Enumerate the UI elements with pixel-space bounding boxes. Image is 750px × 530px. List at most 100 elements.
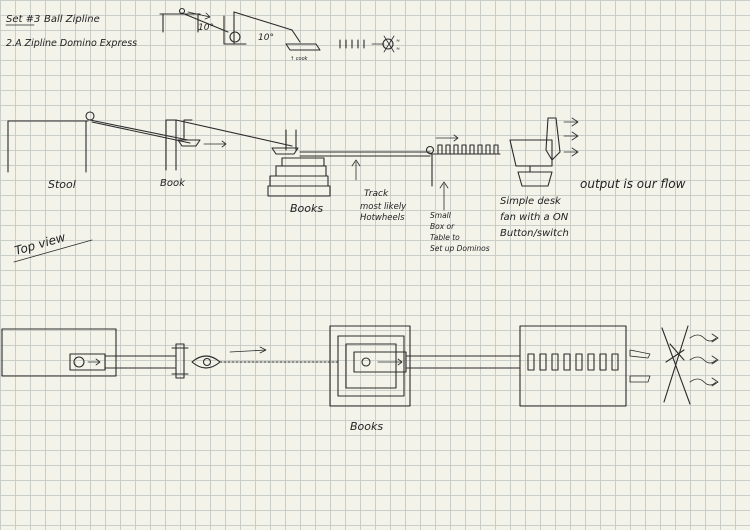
top-book-stand-edges: [171, 347, 189, 375]
top-ball-arrow: [87, 358, 101, 366]
thumb-zipline-1: [181, 12, 229, 33]
zipline-segment-1: [89, 119, 189, 141]
top-dominos: [527, 353, 619, 371]
stool: [7, 120, 89, 173]
track-label: Track: [364, 189, 389, 199]
flow-arrow-3: [563, 147, 579, 157]
top-view-title: Top view: [13, 230, 67, 258]
domino: [453, 144, 459, 155]
top-view-underline: [13, 239, 93, 263]
fan-blades: [545, 117, 561, 161]
ball: [85, 111, 95, 121]
thumb-fan-blades: [383, 35, 395, 53]
book-label: Book: [160, 178, 186, 189]
thumb-zipline-2: [233, 11, 293, 31]
subtitle: 2.A Zipline Domino Express: [6, 38, 137, 49]
book-carrier: [177, 139, 201, 147]
set-title: Ball Zipline: [44, 14, 100, 25]
fan-note-3: Button/switch: [500, 228, 569, 239]
zipline-segment-2: [175, 119, 293, 147]
thumb-fan-mark-1: ≈: [396, 38, 400, 44]
top-books-inner: [345, 343, 397, 389]
top-domino: [551, 353, 559, 371]
top-stool: [1, 328, 117, 377]
top-fan-switch: [629, 349, 651, 359]
thumb-angle-right: 10°: [258, 33, 274, 43]
domino-arrow: [435, 134, 459, 142]
output-note: output is our flow: [580, 177, 686, 191]
top-flow-arrow-1: [689, 333, 719, 343]
top-ball-holder: [69, 353, 106, 371]
top-fan-cross: [665, 343, 685, 363]
zipline-wire-1: [91, 121, 191, 144]
book-stand: [165, 119, 177, 171]
box-note-1: Small: [430, 211, 452, 220]
thumb-book-stand: [223, 11, 247, 45]
box-pointer: [439, 181, 449, 211]
track-pointer: [351, 159, 361, 181]
top-flow-arrow-3: [689, 377, 719, 387]
thumbnail-sketch: 10° 10° ↑ cook ≈ ≈: [159, 7, 400, 62]
domino: [485, 144, 491, 155]
top-fan-blades: [661, 325, 691, 405]
top-track-arrow: [377, 358, 403, 366]
book-stack-1: [281, 157, 325, 167]
carrier-arrow: [203, 140, 227, 148]
domino: [477, 144, 483, 155]
top-ball: [73, 356, 85, 368]
top-carrier-ball: [202, 357, 212, 367]
set-label: Set #3: [6, 14, 40, 25]
top-view-heading: Top view: [13, 230, 93, 263]
top-books-ball: [361, 357, 371, 367]
top-flow-arrow-2: [689, 355, 719, 365]
top-domino: [599, 353, 607, 371]
top-track: [405, 355, 521, 369]
fan-body: [509, 139, 553, 167]
fan-base: [517, 171, 553, 187]
top-domino: [587, 353, 595, 371]
top-books-label: Books: [350, 420, 383, 433]
stool-label: Stool: [48, 178, 76, 191]
book-stack-4: [267, 185, 331, 197]
track-note-1: most likely: [360, 202, 407, 212]
domino: [437, 144, 443, 155]
top-domino: [611, 353, 619, 371]
thumb-note: ↑ cook: [290, 56, 309, 62]
flow-arrow-1: [563, 117, 579, 127]
thumb-books: [285, 29, 321, 51]
fan-note-1: Simple desk: [500, 196, 562, 207]
flow-arrow-2: [563, 131, 579, 141]
top-view: Books: [1, 325, 719, 433]
books-carrier: [271, 147, 299, 155]
top-carrier: [191, 355, 221, 369]
top-domino: [563, 353, 571, 371]
header: Set #3 Ball Zipline 2.A Zipline Domino E…: [5, 14, 137, 49]
top-fan-base: [629, 375, 651, 383]
thumb-fan-hub: [382, 38, 394, 50]
top-domino-table: [519, 325, 627, 407]
thumb-stool: [159, 13, 201, 33]
top-book-stand: [175, 343, 185, 379]
top-books-outer: [329, 325, 411, 407]
domino: [469, 144, 475, 155]
dominos: [437, 144, 499, 155]
books-hanger: [285, 129, 297, 151]
book-stack-3: [269, 175, 329, 187]
top-domino: [527, 353, 535, 371]
book-stack-2: [275, 165, 327, 177]
track: [299, 151, 431, 157]
side-view: Stool Book Books Track most likely Hotwh…: [7, 111, 686, 253]
domino: [445, 144, 451, 155]
top-domino: [575, 353, 583, 371]
top-carrier-arrow: [229, 346, 267, 354]
thumb-angle-left: 10°: [198, 23, 214, 33]
books-label: Books: [290, 202, 323, 215]
box-note-3: Table to: [430, 233, 460, 242]
fan-note-2: fan with a ON: [500, 212, 569, 223]
domino: [461, 144, 467, 155]
box-note-2: Box or: [430, 222, 455, 231]
domino: [493, 144, 499, 155]
top-books-mid: [337, 335, 405, 397]
box-note-4: Set up Dominos: [430, 244, 490, 253]
